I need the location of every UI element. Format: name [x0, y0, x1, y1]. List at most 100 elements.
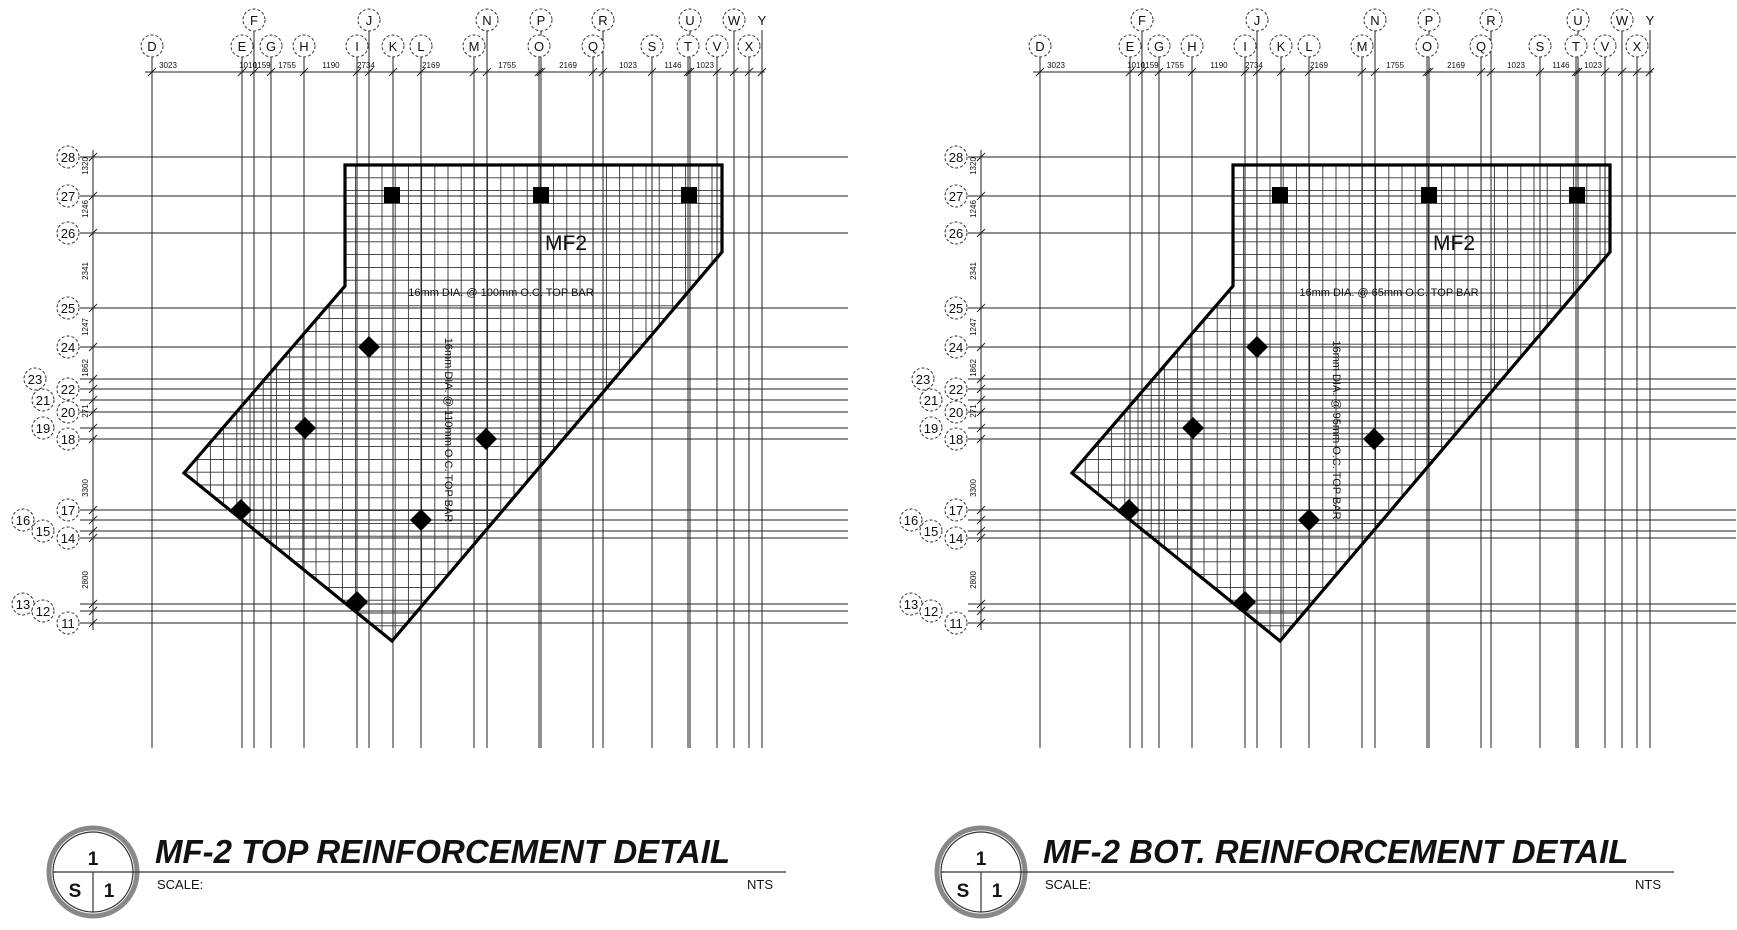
grid-bubble-17 [56, 498, 80, 522]
dimension-tick [976, 505, 986, 515]
grid-label-E: E [1126, 39, 1135, 54]
grid-label-24: 24 [949, 340, 963, 355]
grid-label-W: W [728, 13, 741, 28]
dimension-tick [976, 606, 986, 616]
grid-bubble-D [1028, 34, 1052, 58]
pier-diamond [294, 417, 316, 439]
grid-bubble-21 [919, 388, 943, 412]
dimension-label: 1146 [664, 61, 682, 70]
dimension-label: 2169 [1447, 61, 1465, 70]
dimension-tick [237, 67, 247, 77]
dimension-label: 2734 [1245, 61, 1263, 70]
grid-label-I: I [355, 39, 359, 54]
dimension-label: 271 [81, 404, 90, 418]
grid-bubble-X [737, 34, 761, 58]
dimension-tick [266, 67, 276, 77]
grid-label-18: 18 [61, 432, 75, 447]
grid-label-M: M [469, 39, 480, 54]
dimension-tick [976, 384, 986, 394]
dimension-tick [976, 228, 986, 238]
dimension-tick [976, 599, 986, 609]
sheet-prefix: S [69, 881, 82, 902]
grid-bubble-U [1566, 8, 1590, 32]
grid-label-T: T [684, 39, 692, 54]
grid-bubble-L [1297, 34, 1321, 58]
grid-bubble-15 [919, 519, 943, 543]
grid-label-P: P [537, 13, 546, 28]
grid-bubble-16 [899, 508, 923, 532]
grid-bubble-H [292, 34, 316, 58]
grid-bubble-Q [581, 34, 605, 58]
grid-label-22: 22 [949, 382, 963, 397]
dimension-tick [352, 67, 362, 77]
grid-label-28: 28 [61, 150, 75, 165]
dimension-label: 1023 [696, 61, 714, 70]
dimension-tick [976, 618, 986, 628]
dimension-label: 1010 [1127, 61, 1145, 70]
grid-label-D: D [1035, 39, 1044, 54]
grid-bubble-P [1417, 8, 1441, 32]
grid-bubble-L [409, 34, 433, 58]
dimension-tick [1125, 67, 1135, 77]
grid-label-L: L [1305, 39, 1312, 54]
grid-label-U: U [685, 13, 694, 28]
grid-label-12: 12 [36, 604, 50, 619]
grid-bubble-M [1350, 34, 1374, 58]
dimension-tick [976, 434, 986, 444]
grid-bubble-21 [31, 388, 55, 412]
dimension-label: 1023 [1507, 61, 1525, 70]
dimension-tick [299, 67, 309, 77]
column-square [533, 187, 549, 203]
sheet-number: 1 [104, 881, 115, 902]
grid-bubble-E [230, 34, 254, 58]
grid-label-18: 18 [949, 432, 963, 447]
dimension-tick [729, 67, 739, 77]
grid-label-Q: Q [588, 39, 598, 54]
dimension-tick [88, 407, 98, 417]
grid-label-W: W [1616, 13, 1629, 28]
grid-bubble-J [1245, 8, 1269, 32]
dimension-label: 1159 [253, 61, 271, 70]
dimension-label: 3300 [969, 479, 978, 497]
grid-bubble-11 [56, 611, 80, 635]
dimension-tick [88, 423, 98, 433]
grid-bubble-N [1363, 8, 1387, 32]
dimension-tick [88, 618, 98, 628]
grid-bubble-27 [56, 184, 80, 208]
grid-label-22: 22 [61, 382, 75, 397]
grid-label-K: K [1277, 39, 1286, 54]
grid-label-N: N [1370, 13, 1379, 28]
grid-label-24: 24 [61, 340, 75, 355]
dimension-tick [1486, 67, 1496, 77]
grid-bubble-22 [56, 377, 80, 401]
grid-label-25: 25 [61, 301, 75, 316]
dimension-label: 1010 [239, 61, 257, 70]
grid-label-17: 17 [61, 503, 75, 518]
dimension-tick [976, 407, 986, 417]
scale-label: SCALE: [157, 877, 203, 892]
grid-bubble-17 [944, 498, 968, 522]
grid-bubble-I [1233, 34, 1257, 58]
grid-label-V: V [1601, 39, 1610, 54]
grid-label-17: 17 [949, 503, 963, 518]
grid-bubble-25 [56, 296, 80, 320]
dimension-label: 1247 [81, 318, 90, 336]
grid-label-X: X [1633, 39, 1642, 54]
grid-bubble-P [529, 8, 553, 32]
grid-label-F: F [250, 13, 258, 28]
grid-bubble-11 [944, 611, 968, 635]
column-square [1421, 187, 1437, 203]
scale-value: NTS [747, 877, 773, 892]
grid-label-Y: Y [1646, 13, 1655, 28]
grid-bubble-16 [11, 508, 35, 532]
grid-label-19: 19 [924, 421, 938, 436]
dimension-label: 2169 [559, 61, 577, 70]
dimension-tick [88, 228, 98, 238]
dimension-tick [88, 599, 98, 609]
grid-label-13: 13 [904, 597, 918, 612]
dimension-label: 2341 [969, 262, 978, 280]
dimension-tick [88, 152, 98, 162]
grid-label-G: G [1154, 39, 1164, 54]
grid-label-11: 11 [949, 616, 963, 631]
grid-label-15: 15 [924, 524, 938, 539]
